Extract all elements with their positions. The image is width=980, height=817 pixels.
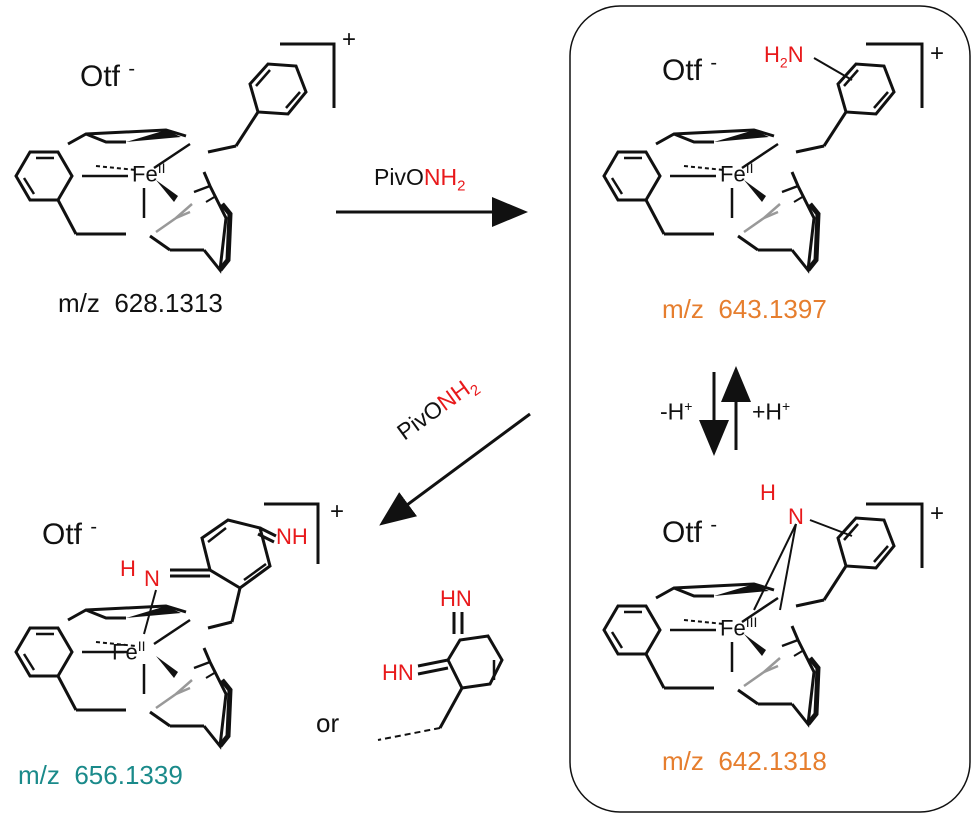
top-reagent-sub: 2 [457, 177, 466, 195]
complex4-counter-ion: Otf - [42, 516, 97, 552]
minus-proton-label: -H+ [660, 398, 692, 426]
complex4-mz-value: 656.1339 [74, 760, 183, 790]
complex4-fe-label: FeII [112, 638, 145, 665]
complex1-mz-value: 628.1313 [114, 288, 223, 318]
complex3-ligand-drawing [604, 516, 896, 724]
minus-proton-text: -H [660, 398, 685, 425]
complex4-bracket [264, 502, 320, 564]
complex2-amine-n: N [787, 42, 804, 67]
complex3-oxidation: III [745, 614, 758, 630]
complex3-counter-ion: Otf - [662, 514, 717, 550]
complex2-oxidation: II [745, 160, 754, 176]
complex3-mz-value: 642.1318 [718, 746, 827, 776]
complex2-metal: Fe [720, 161, 746, 187]
complex4-imine-nh: NH [276, 524, 308, 549]
complex4-ligand-drawing [16, 518, 277, 746]
complex3-bracket [866, 502, 924, 568]
complex3-mass: m/z 642.1318 [662, 746, 827, 777]
complex3-metal: Fe [720, 615, 746, 641]
complex4-counter-charge: - [90, 516, 98, 538]
complex2-amine-h: H [764, 42, 780, 67]
complex1-counter-ion: Otf - [80, 58, 135, 94]
complex4-imine-n: N [144, 566, 160, 591]
top-reagent: PivONH2 [374, 164, 465, 195]
complex3-counter-ion-text: Otf [662, 516, 703, 549]
top-reagent-suffix: NH [423, 164, 458, 190]
complex4-mz-label: m/z [18, 760, 60, 790]
alternative-imine-top: HN [440, 586, 472, 611]
complex4-mass: m/z 656.1339 [18, 760, 183, 791]
or-label: or [316, 708, 340, 738]
complex1-ligand-drawing [16, 62, 308, 270]
complex4-counter-ion-text: Otf [42, 518, 83, 551]
complex2-mass: m/z 643.1397 [662, 294, 827, 325]
complex4-charge: + [330, 498, 345, 525]
complex2-ligand-drawing [604, 57, 896, 270]
plus-proton-label: +H+ [752, 398, 790, 426]
complex1-metal: Fe [132, 161, 158, 187]
complex2-mz-label: m/z [662, 294, 704, 324]
complex1-counter-charge: - [128, 58, 136, 80]
complex2-charge: + [930, 40, 945, 67]
alternative-imine-left: HN [382, 660, 414, 685]
complex2-mz-value: 643.1397 [718, 294, 827, 324]
intermediate-box [569, 5, 971, 813]
complex4-metal: Fe [112, 639, 138, 665]
complex4-imine-h: H [120, 556, 136, 581]
complex2-fe-label: FeII [720, 160, 753, 187]
complex1-mass: m/z 628.1313 [58, 288, 223, 319]
alternative-structure-drawing [377, 612, 504, 741]
complex3-fe-label: FeIII [720, 614, 757, 641]
complex1-fe-label: FeII [132, 160, 165, 187]
complex3-charge: + [930, 500, 945, 527]
plus-proton-text: +H [752, 398, 783, 425]
diagonal-reaction-arrow [379, 412, 531, 526]
complex4-oxidation: II [137, 638, 146, 654]
complex1-charge: + [342, 26, 357, 53]
complex3-counter-charge: - [710, 514, 718, 536]
top-reagent-prefix: PivO [374, 164, 424, 190]
complex1-counter-ion-text: Otf [80, 60, 121, 93]
complex3-nh-h: H [760, 480, 776, 505]
complex1-oxidation: II [157, 160, 166, 176]
plus-proton-sup: + [782, 398, 791, 414]
complex1-bracket [280, 42, 336, 108]
complex2-amine-label: H2N [764, 42, 804, 70]
complex2-counter-charge: - [710, 52, 718, 74]
minus-proton-sup: + [684, 398, 693, 414]
complex1-mz-label: m/z [58, 288, 100, 318]
complex2-bracket [866, 42, 924, 108]
complex3-nh-n: N [788, 504, 804, 529]
complex2-counter-ion-text: Otf [662, 54, 703, 87]
complex3-mz-label: m/z [662, 746, 704, 776]
complex2-amine-sub: 2 [779, 54, 788, 71]
complex2-counter-ion: Otf - [662, 52, 717, 88]
